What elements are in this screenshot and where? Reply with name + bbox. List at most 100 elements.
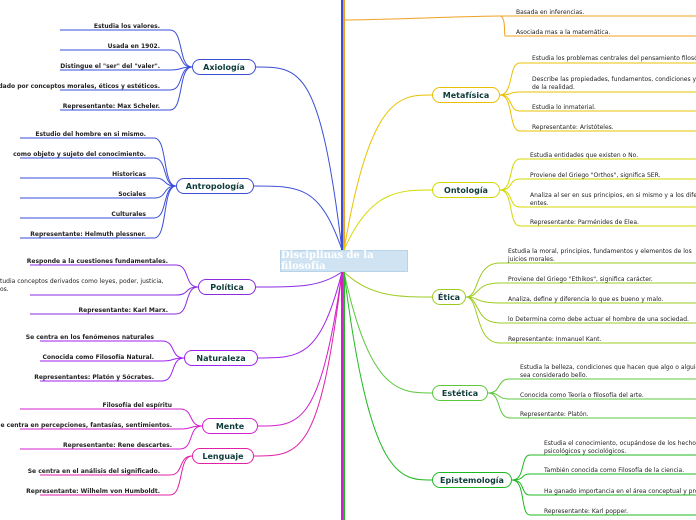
leaf-line-ontologia-4 [499, 189, 696, 227]
leaf-line-etica-5 [465, 296, 696, 344]
branch-ontologia [343, 189, 433, 251]
leaf-etica-1: Estudia la moral, principios, fundamento… [508, 248, 692, 255]
node-lenguaje[interactable]: Lenguaje [192, 448, 254, 464]
leaf-antropologia-4: Sociales [118, 191, 146, 198]
leaf-line-etica-2 [465, 282, 696, 298]
leaf-line-naturaleza-2 [40, 357, 185, 362]
leaf-lenguaje-1: Se centra en el análisis del significado… [27, 468, 160, 475]
central-topic[interactable]: Disciplinas de la filosofía [280, 250, 408, 272]
leaf-axiologia-1: Estudia los valores. [93, 23, 160, 30]
leaf-epistemologia-1: Estudia el conocimiento, ocupándose de l… [544, 440, 696, 447]
leaf-line-antropologia-5 [20, 185, 177, 219]
leaf-politica-2: tudia conceptos derivados como leyes, po… [0, 278, 164, 285]
leaf-metafisica-3: de la realidad. [532, 84, 575, 91]
leaf-line-mente-1 [20, 408, 203, 427]
leaf-line-politica-1 [30, 264, 199, 288]
leaf-line-mente-3 [20, 425, 203, 450]
leaf-antropologia-1: Estudio del hombre en si mismo. [35, 131, 146, 138]
leaf-metafisica-4: Estudia lo inmaterial. [532, 104, 596, 111]
branch-antropologia [253, 185, 343, 251]
branch-epistemologia [343, 271, 433, 481]
branch-estetica [343, 271, 433, 394]
leaf-line-etica-4 [465, 296, 696, 324]
leaf-line-metafisica-1 [499, 62, 696, 96]
node-antropologia[interactable]: Antropología [176, 178, 254, 194]
leaf-line-epistemologia-4 [511, 479, 696, 516]
leaf-line-naturaleza-1 [40, 340, 185, 359]
node-etica[interactable]: Ética [432, 289, 466, 305]
leaf-line-ontologia-1 [499, 158, 696, 191]
leaf-estetica-1: Estudia la belleza, condiciones que hace… [520, 364, 696, 371]
leaf-etica-5: lo Determina como debe actuar el hombre … [508, 316, 689, 323]
leaf-line-axiologia-2 [60, 49, 193, 68]
branch-politica [255, 271, 343, 288]
leaf-line-metafisica-2 [499, 91, 696, 96]
leaf-line-mente-2 [20, 425, 203, 430]
branch-mente [257, 271, 343, 427]
leaf-ontologia-5: Representante: Parménides de Elea. [530, 219, 639, 226]
leaf-axiologia-3: Distingue el "ser" del "valer". [60, 63, 160, 70]
leaf-line-naturaleza-3 [40, 357, 185, 382]
leaf-epistemologia-5: Representante: Karl popper. [544, 508, 629, 515]
leaf-estetica-2: sea considerado bello. [520, 372, 588, 379]
leaf-lenguaje-2: Representante: Wilhelm von Humboldt. [26, 488, 160, 495]
leaf-ontologia-3: Analiza al ser en sus principios, en si … [530, 192, 696, 199]
leaf-ontologia-2: Proviene del Griego "Orthos", significa … [530, 172, 661, 179]
leaf-line-epistemologia-1 [511, 454, 696, 481]
leaf-line-politica-3 [30, 286, 199, 315]
leaf-politica-3: os. [0, 286, 9, 293]
leaf-top-1: Basada en inferencias. [516, 9, 585, 16]
node-ontologia[interactable]: Ontología [432, 182, 500, 198]
leaf-antropologia-2: como objeto y sujeto del conocimiento. [13, 151, 146, 158]
leaf-etica-6: Representante: Inmanuel Kant. [508, 336, 602, 343]
leaf-line-antropologia-2 [20, 157, 177, 187]
leaf-estetica-4: Representante: Platón. [520, 411, 589, 418]
node-mente[interactable]: Mente [202, 418, 258, 434]
leaf-line-antropologia-4 [20, 185, 177, 199]
leaf-line-metafisica-4 [499, 94, 696, 132]
leaf-antropologia-6: Representante: Helmuth plessner. [30, 231, 146, 238]
leaf-line-lenguaje-2 [40, 455, 193, 496]
node-naturaleza[interactable]: Naturaleza [184, 350, 258, 366]
leaf-ontologia-4: entes. [530, 200, 549, 207]
leaf-politica-4: Representante: Karl Marx. [78, 307, 168, 314]
leaf-ontologia-1: Estudia entidades que existen o No. [530, 152, 639, 159]
leaf-antropologia-3: Historicas [112, 171, 146, 178]
leaf-mente-3: Representante: Rene descartes. [63, 442, 172, 449]
leaf-line-antropologia-1 [20, 137, 177, 187]
leaf-line-epistemologia-2 [511, 473, 696, 481]
leaf-naturaleza-3: Representantes: Platón y Sócrates. [34, 374, 154, 381]
leaf-line-top-2 [499, 15, 696, 37]
leaf-line-politica-2 [30, 286, 199, 296]
leaf-line-estetica-3 [487, 392, 696, 419]
leaf-metafisica-2: Describe las propiedades, fundamentos, c… [532, 76, 696, 83]
leaf-line-axiologia-3 [60, 66, 193, 71]
leaf-etica-4: Analiza, define y diferencia lo que es b… [508, 296, 664, 303]
leaf-top-2: Asociada mas a la matemática. [516, 29, 611, 36]
branch-lenguaje [253, 271, 343, 457]
node-estetica[interactable]: Estética [432, 385, 488, 401]
leaf-line-metafisica-3 [499, 94, 696, 112]
leaf-estetica-3: Conocida como Teoría o filosofía del art… [520, 392, 644, 399]
branch-axiologia [255, 66, 343, 251]
branch-metafisica [343, 94, 433, 251]
node-metafisica[interactable]: Metafísica [432, 87, 500, 103]
node-axiologia[interactable]: Axiología [192, 59, 256, 75]
leaf-epistemologia-2: psicológicos y sociológicos. [544, 448, 627, 455]
leaf-line-antropologia-3 [20, 177, 177, 187]
node-epistemologia[interactable]: Epistemología [432, 472, 512, 488]
leaf-line-ontologia-2 [499, 178, 696, 191]
leaf-line-etica-1 [465, 262, 696, 298]
branch-top-right [343, 15, 501, 21]
leaf-etica-3: Proviene del Griego "Ethikos", significa… [508, 276, 653, 283]
leaf-mente-2: Se centra en percepciones, fantasías, se… [0, 422, 172, 429]
leaf-mente-1: Filosofía del espíritu [102, 402, 173, 409]
leaf-epistemologia-3: También conocida como Filosofía de la ci… [544, 467, 685, 474]
leaf-line-axiologia-5 [60, 66, 193, 111]
leaf-axiologia-2: Usada en 1902. [107, 43, 160, 50]
leaf-naturaleza-2: Conocida como Filosofía Natural. [42, 354, 155, 361]
leaf-politica-1: Responde a la cuestiones fundamentales. [26, 258, 168, 265]
node-politica[interactable]: Política [198, 279, 256, 295]
leaf-etica-2: juicios morales. [508, 256, 555, 263]
